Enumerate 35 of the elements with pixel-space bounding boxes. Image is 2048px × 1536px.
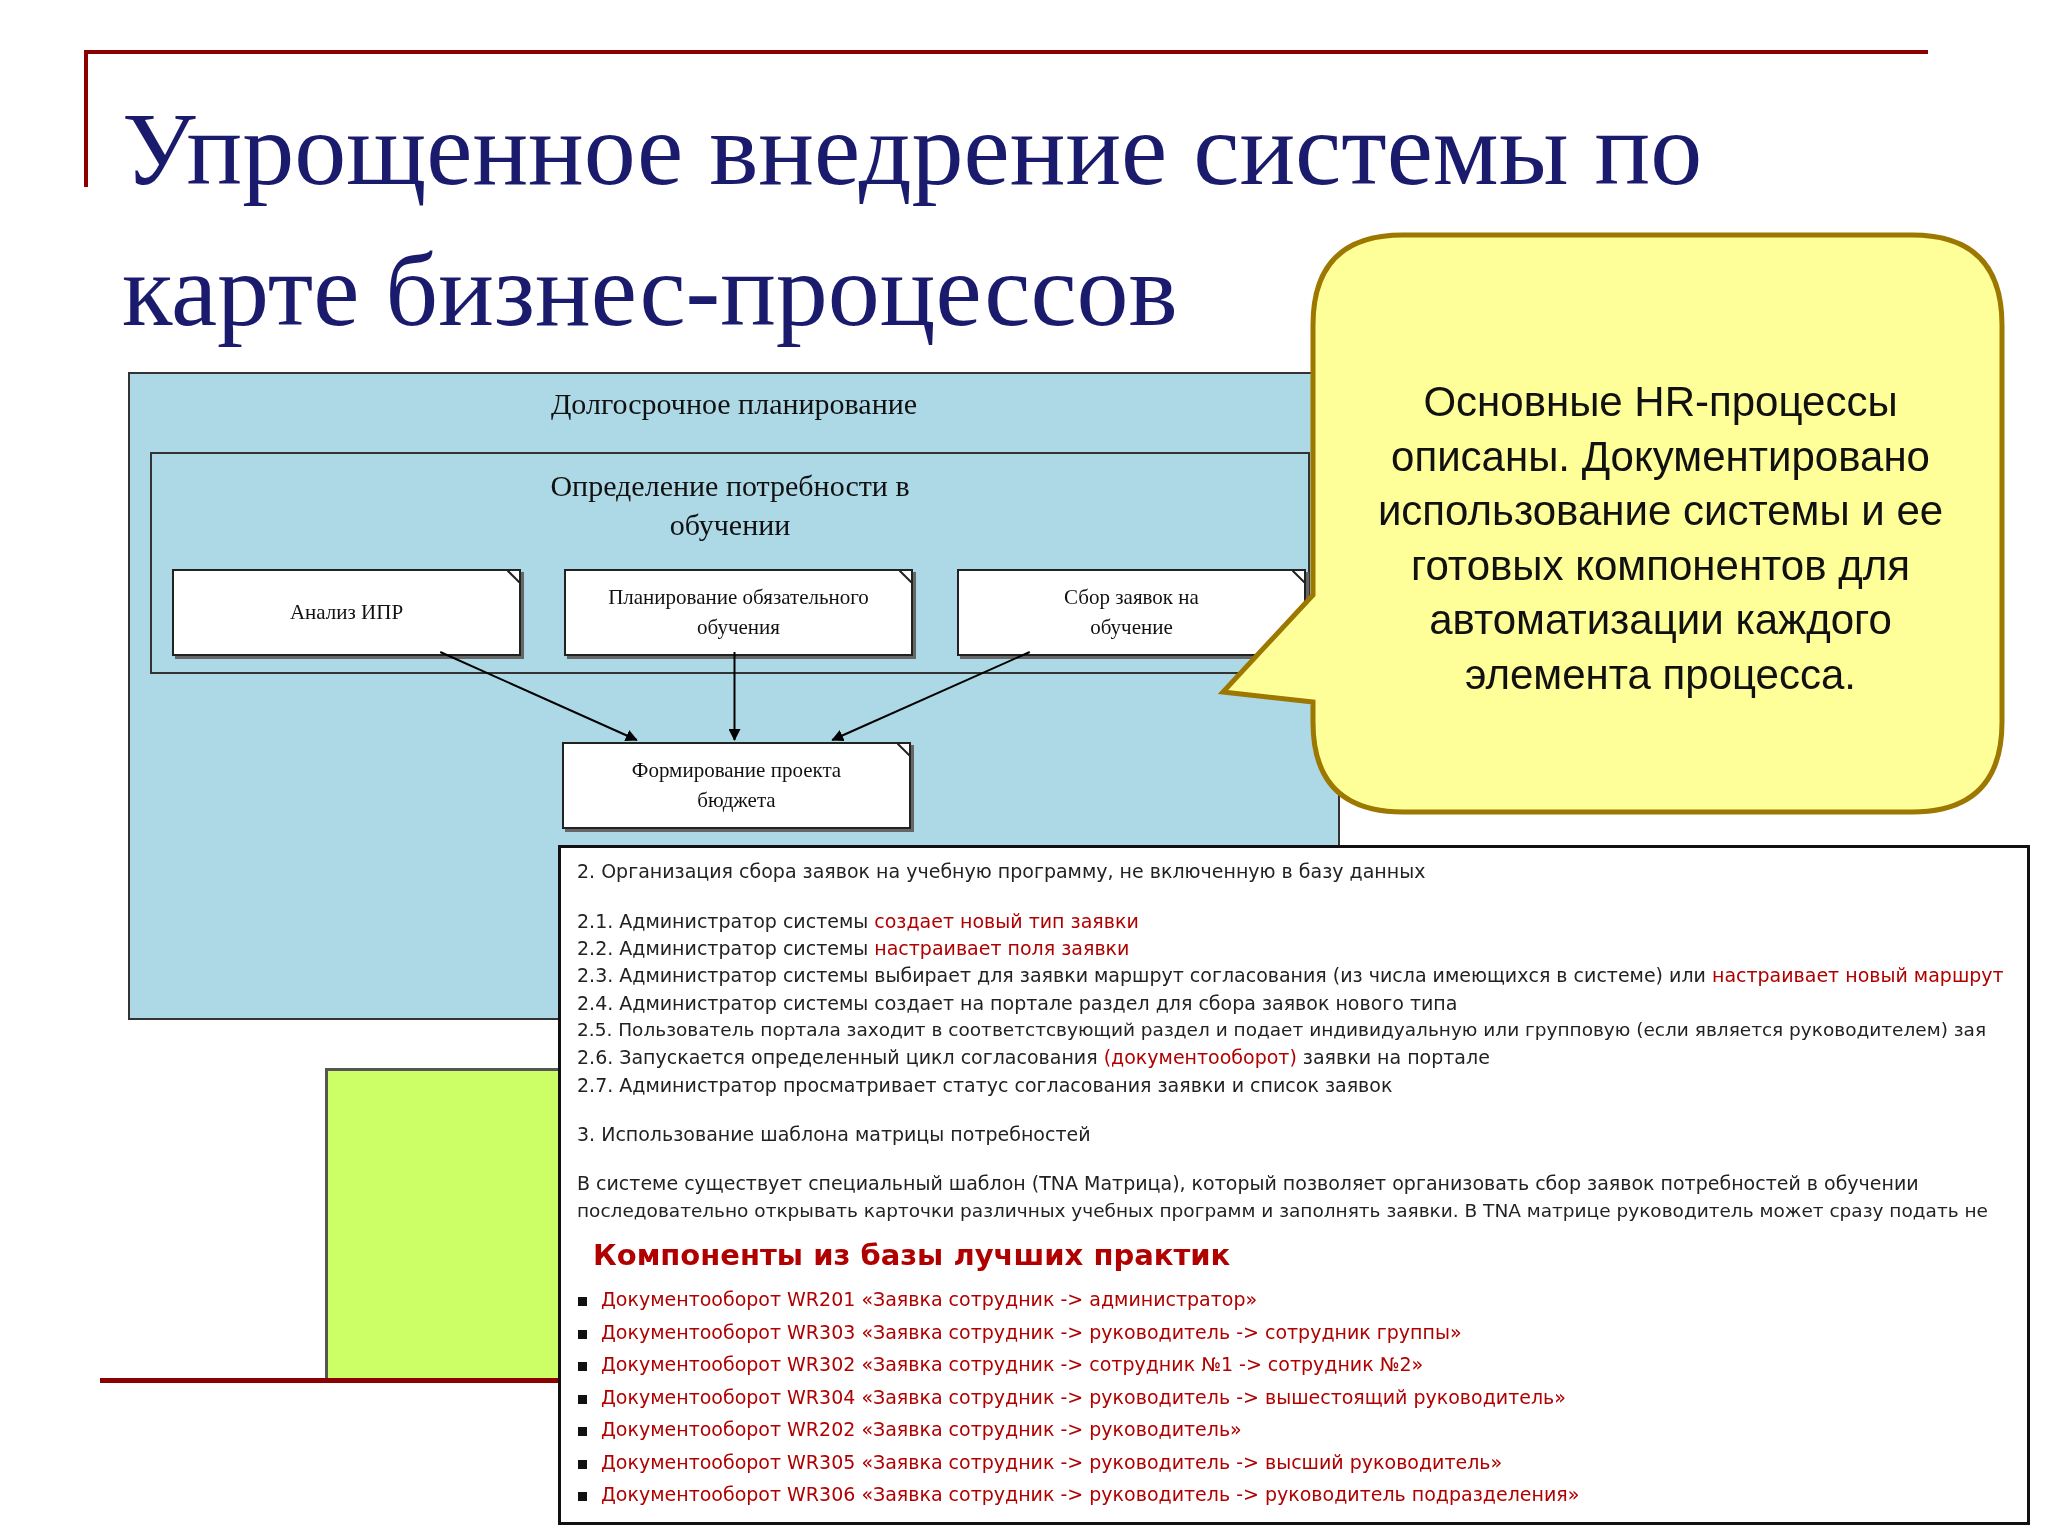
process-label: Планирование обязательного обучения: [607, 584, 870, 641]
arrow: [831, 651, 1031, 741]
list-item: Документооборот WR304 «Заявка сотрудник -> руководитель -> вышестоящий руководитель»: [601, 1385, 1566, 1408]
subgroup-box: [150, 452, 1310, 674]
arrow: [728, 651, 741, 741]
process-box: [564, 569, 913, 656]
text-line: 2. Организация сбора заявок на учебную программу, не включенную в базу данных: [577, 860, 1426, 882]
text-line: 2.1. Администратор системы создает новый тип заявки: [577, 910, 1139, 932]
section-heading: Компоненты из базы лучших практик: [593, 1238, 1231, 1272]
text-line: 2.7. Администратор просматривает статус согласования заявки и список заявок: [577, 1074, 1393, 1096]
list-item: Документооборот WR302 «Заявка сотрудник -> сотрудник №1 -> сотрудник №2»: [601, 1353, 1424, 1375]
group-title: Долгосрочное планирование: [549, 386, 919, 422]
text-line: 3. Использование шаблона матрицы потребностей: [577, 1123, 1091, 1145]
text-line: 2.3. Администратор системы выбирает для заявки маршрут согласования (из числа имеющихся в системе) или настраивает новый маршрут: [577, 964, 2004, 986]
text-line: 2.5. Пользователь портала заходит в соответстсвующий раздел и подает индивидуальную или групповую (если является руководителем) зая: [577, 1019, 1987, 1040]
callout-text: Основные HR-процессы описаны. Документировано использование системы и ее готовых компонентов для автоматизации каждого элемента процесса.: [1376, 377, 1945, 700]
process-box: [562, 742, 911, 829]
text-line: 2.2. Администратор системы настраивает поля заявки: [577, 937, 1130, 959]
list-item: Документооборот WR202 «Заявка сотрудник -> руководитель»: [601, 1418, 1242, 1440]
process-label: Анализ ИПР: [289, 598, 404, 626]
list-item: Документооборот WR303 «Заявка сотрудник -> руководитель -> сотрудник группы»: [601, 1320, 1462, 1343]
process-box: [172, 569, 521, 656]
subgroup-title: Определение потребности в обучении: [549, 468, 911, 543]
process-label: Сбор заявок на обучение: [1064, 584, 1199, 641]
text-line: последовательно открывать карточки различных учебных программ и заполнять заявки. В TNA матрице руководитель может сразу подать не: [577, 1200, 1988, 1221]
process-box: [957, 569, 1306, 656]
arrow: [439, 651, 638, 741]
list-item: Документооборот WR306 «Заявка сотрудник -> руководитель -> руководитель подразделения»: [601, 1483, 1580, 1505]
list-item: Документооборот WR201 «Заявка сотрудник -> администратор»: [601, 1288, 1258, 1310]
process-label: Формирование проекта бюджета: [630, 757, 843, 814]
text-line: В системе существует специальный шаблон (TNA Матрица), который позволяет организовать сбор заявок потребностей в обучении: [577, 1172, 1919, 1194]
text-line: 2.6. Запускается определенный цикл согласования (документооборот) заявки на портале: [577, 1046, 1490, 1068]
slide-title: Упрощенное внедрение системы по карте бизнес-процессов: [122, 90, 1704, 350]
text-line: 2.4. Администратор системы создает на портале раздел для сбора заявок нового типа: [577, 992, 1458, 1014]
list-item: Документооборот WR305 «Заявка сотрудник -> руководитель -> высший руководитель»: [601, 1450, 1503, 1473]
